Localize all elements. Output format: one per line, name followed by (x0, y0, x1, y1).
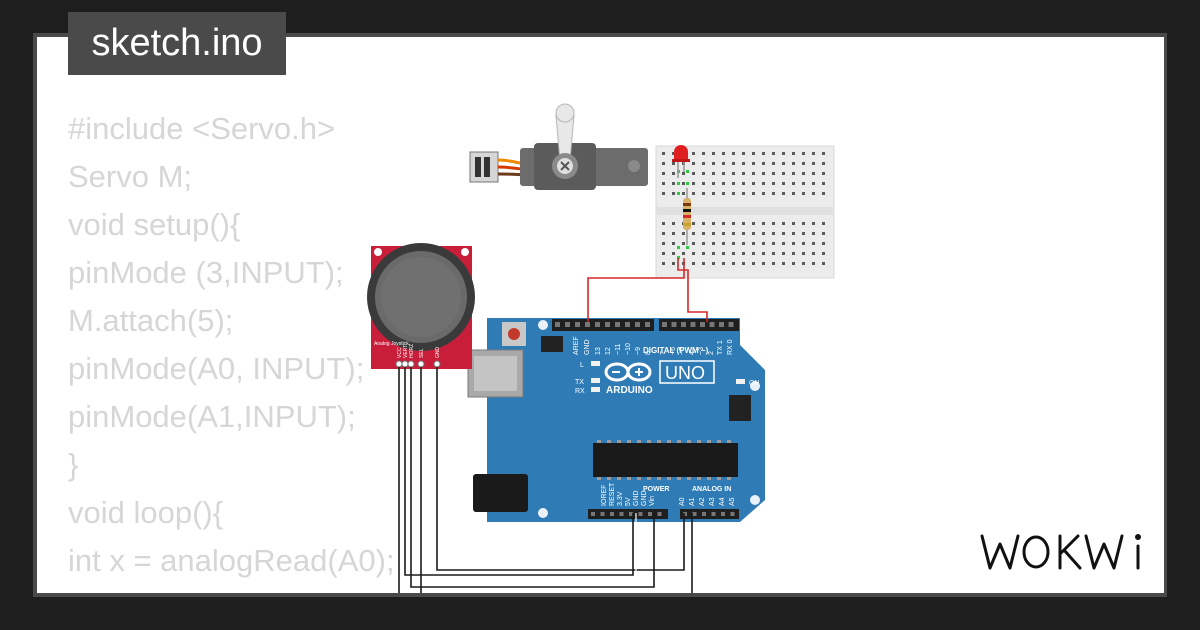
power-header (588, 509, 668, 519)
code-line: pinMode(A1,INPUT); (68, 399, 356, 434)
power-pin-label: IOREF (601, 485, 608, 506)
code-line: void setup(){ (68, 207, 241, 242)
code-line: pinMode (3,INPUT); (68, 255, 344, 290)
breadboard-holes (662, 152, 825, 265)
power-jack (473, 474, 528, 512)
on-led-label: ON (749, 380, 760, 387)
digital-header-pins (555, 322, 734, 327)
l-led-label: L (580, 362, 584, 369)
wire-joystick-horz (410, 367, 655, 588)
power-pin-label: 5V (625, 497, 632, 506)
digital-pin-label: ~5 (679, 347, 686, 355)
digital-pin-label: 7 (660, 351, 667, 355)
servo-motor[interactable] (469, 103, 648, 190)
digital-pin-label: AREF (573, 336, 580, 355)
code-line: #include <Servo.h> (68, 111, 336, 146)
analog-pin-label: A2 (699, 497, 706, 506)
digital-pin-label: 2 (708, 351, 715, 355)
sketch-title-tab[interactable]: sketch.ino (68, 12, 286, 75)
atmega-chip (593, 443, 738, 477)
digital-pin-label: ~10 (625, 343, 632, 355)
wire-red-pin13 (587, 258, 685, 322)
wires (398, 258, 708, 593)
arduino-infinity-icon (604, 362, 652, 382)
power-pin-label: RESET (609, 482, 616, 506)
code-line: Servo M; (68, 159, 193, 194)
analog-pin-label: A4 (719, 497, 726, 506)
power-label: POWER (643, 486, 669, 493)
digital-pin-label: 4 (689, 351, 696, 355)
joystick-pin-label: HORZ (409, 344, 415, 358)
power-pin-label: Vin (649, 496, 656, 506)
wokwi-logo (980, 534, 1141, 570)
joystick-pin-label: SEL (419, 348, 425, 358)
digital-pin-label: ~9 (635, 347, 642, 355)
code-line: int y = analogRead(A1); (68, 585, 395, 593)
power-pin-label: GND (633, 490, 640, 506)
digital-pin-label: 12 (605, 347, 612, 355)
digital-pin-label: ~6 (670, 347, 677, 355)
code-line: } (68, 447, 79, 482)
analog-label: ANALOG IN (692, 486, 731, 493)
digital-pin-label: ~3 (698, 347, 705, 355)
breadboard[interactable] (655, 145, 835, 279)
digital-pin-label: TX 1 (717, 340, 724, 355)
power-pin-label: GND (641, 490, 648, 506)
digital-pin-label: 8 (645, 351, 652, 355)
wire-joystick-gnd (436, 367, 685, 571)
analog-pin-label: A0 (679, 497, 686, 506)
analog-pin-label: A5 (729, 497, 736, 506)
digital-pin-label: ~11 (615, 344, 622, 355)
model-box (659, 360, 715, 384)
analog-pin-label: A1 (689, 497, 696, 506)
resistor[interactable] (683, 188, 691, 245)
code-preview: #include <Servo.h> Servo M; void setup(){ p… (68, 105, 395, 593)
joystick-pin-label: GND (435, 347, 441, 359)
red-led[interactable] (672, 145, 690, 178)
analog-header (680, 509, 739, 519)
simulation-canvas: #include <Servo.h> Servo M; void setup(){ p… (37, 37, 1164, 593)
code-line: void loop(){ (68, 495, 224, 530)
arduino-brand: ARDUINO (606, 385, 653, 396)
digital-header-right (659, 319, 739, 331)
wire-red-pin3 (677, 258, 708, 322)
board-model: UNO (665, 363, 705, 383)
digital-label: DIGITAL (PWM ~) (643, 346, 709, 355)
joystick-pin-label: VCC (397, 347, 403, 358)
code-line: int x = analogRead(A0); (68, 543, 395, 578)
digital-pin-label: 13 (595, 347, 602, 355)
wire-joystick-vert (404, 367, 634, 576)
joystick-label: Analog Joystick (374, 341, 409, 347)
code-line: pinMode(A0, INPUT); (68, 351, 365, 386)
joystick-pin-label: VERT (403, 345, 409, 358)
power-pin-label: 3.3V (617, 491, 624, 506)
digital-pin-label: RX 0 (727, 339, 734, 355)
digital-pin-label: GND (584, 339, 591, 355)
tx-led-label: TX (575, 379, 584, 386)
rx-led-label: RX (575, 388, 585, 395)
analog-pin-label: A3 (709, 497, 716, 506)
code-line: M.attach(5); (68, 303, 234, 338)
